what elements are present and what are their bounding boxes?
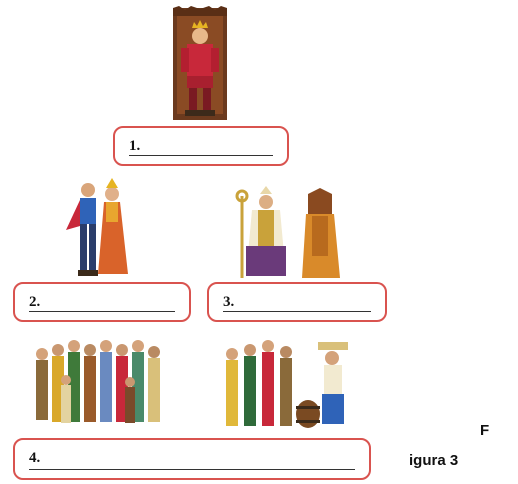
figure-caption-line1: F: [480, 422, 490, 439]
nobles-couple-illustration: [66, 178, 128, 276]
answer-line: [29, 311, 175, 312]
box-number-label: 3.: [223, 294, 235, 310]
box-number-label: 2.: [29, 294, 41, 310]
figure-caption-line2: igura 3: [409, 452, 459, 469]
answer-box-4[interactable]: 4.: [13, 438, 371, 480]
answer-box-1[interactable]: 1.: [113, 126, 289, 166]
answer-line: [129, 155, 273, 156]
workers-artisans-illustration: [226, 340, 348, 428]
box-number-label: 1.: [129, 138, 141, 154]
king-on-throne-illustration: [173, 6, 227, 120]
commoners-crowd-illustration: [36, 340, 160, 423]
answer-line: [29, 469, 355, 470]
box-number-label: 4.: [29, 450, 41, 466]
answer-line: [223, 311, 371, 312]
clergy-illustration: [235, 186, 340, 278]
answer-box-3[interactable]: 3.: [207, 282, 387, 322]
answer-box-2[interactable]: 2.: [13, 282, 191, 322]
